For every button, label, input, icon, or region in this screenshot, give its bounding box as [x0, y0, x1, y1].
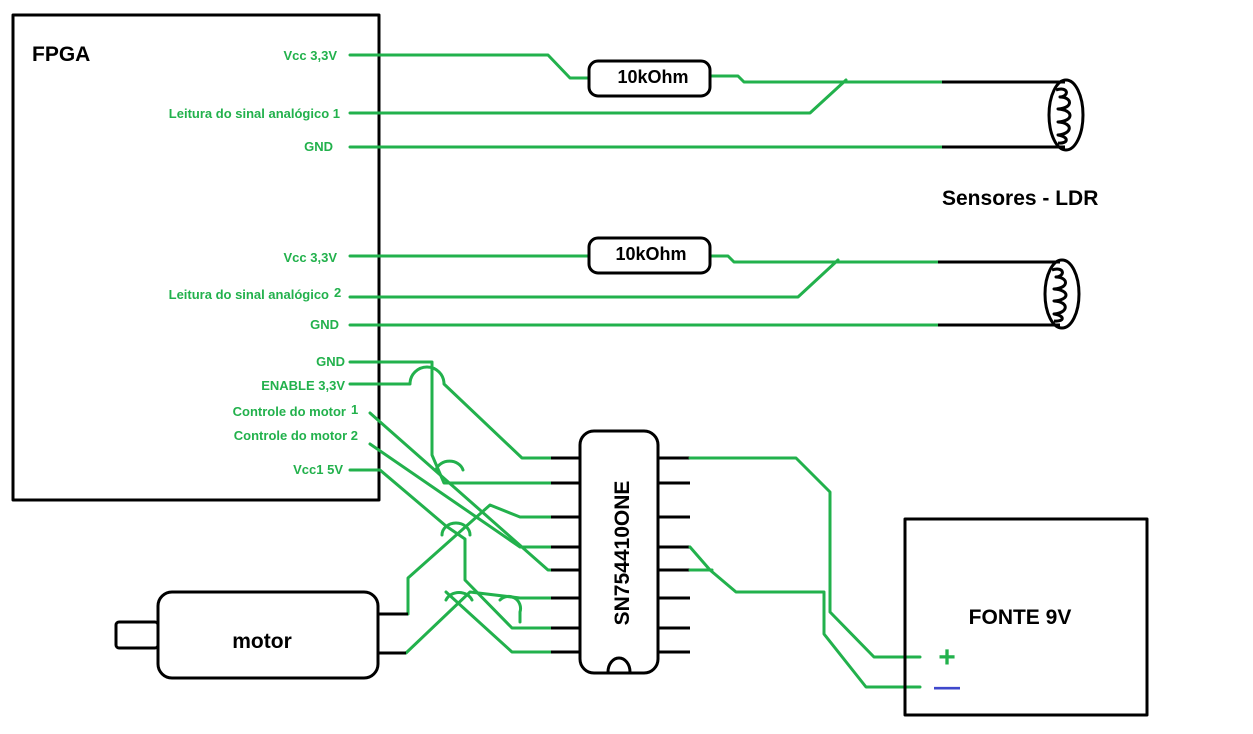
wire-jumper-2	[440, 521, 472, 537]
wire-jumper-3	[444, 591, 474, 602]
pin-label-vcc-2: Vcc 3,3V	[284, 250, 338, 265]
pin-label-gnd-3: GND	[316, 354, 345, 369]
wire-motor-out-2	[378, 590, 553, 655]
fpga-title: FPGA	[32, 43, 90, 66]
wire-enable	[348, 365, 553, 460]
power-supply-label: FONTE 9V	[969, 606, 1072, 629]
wire-vcc-5v	[348, 468, 553, 630]
motor-shaft	[114, 620, 160, 650]
wire-jumper-1	[434, 459, 465, 472]
wire-signal-2	[348, 258, 840, 299]
motor-body	[156, 590, 380, 680]
pin-label-signal-2-number: 2	[334, 285, 341, 300]
pin-label-signal-2: Leitura do sinal analógico	[169, 287, 329, 302]
pin-label-gnd-1: GND	[304, 139, 333, 154]
pin-label-motor-control-1-number: 1	[351, 402, 358, 417]
pin-label-motor-control-2: Controle do motor 2	[234, 428, 358, 443]
ldr-sensor-1-pattern	[1055, 87, 1072, 145]
sensors-label: Sensores - LDR	[942, 187, 1098, 210]
wire-motor-control-2	[368, 442, 553, 549]
wire-gnd-chip	[444, 590, 553, 654]
resistor-2-label: 10kOhm	[615, 244, 686, 264]
chip-label: SN754410ONE	[611, 481, 634, 626]
ldr-sensor-2	[1043, 258, 1081, 330]
pin-label-gnd-2: GND	[310, 317, 339, 332]
wire-supply-plus	[688, 456, 922, 659]
resistor-1-label: 10kOhm	[617, 67, 688, 87]
wire-vcc-1	[348, 53, 591, 80]
wire-resistor-1-out	[708, 74, 944, 84]
ldr-lead-1	[942, 80, 1065, 149]
wire-jumper-4	[498, 594, 523, 624]
pin-label-signal-1: Leitura do sinal analógico 1	[169, 106, 340, 121]
power-supply-plus: +	[938, 641, 956, 674]
motor-driver-chip	[578, 429, 660, 675]
pin-label-vcc-1: Vcc 3,3V	[284, 48, 338, 63]
pin-label-motor-control-1: Controle do motor	[233, 404, 346, 419]
wire-resistor-2-out	[708, 254, 940, 264]
chip-notch	[606, 656, 632, 673]
motor-label: motor	[232, 630, 292, 653]
resistor-2	[587, 236, 712, 275]
chip-left-pins	[551, 456, 580, 654]
resistor-1	[587, 59, 712, 98]
ldr-lead-2	[938, 260, 1060, 327]
wire-gnd-3	[348, 360, 553, 485]
power-supply-block	[903, 517, 1149, 717]
motor-terminals	[378, 612, 408, 655]
pin-label-vcc-5v: Vcc1 5V	[293, 462, 343, 477]
power-supply-minus: —	[934, 671, 960, 701]
pin-label-enable: ENABLE 3,3V	[261, 378, 345, 393]
ldr-sensor-1	[1047, 78, 1085, 152]
ldr-sensor-2-pattern	[1051, 267, 1068, 323]
wire-signal-1	[348, 78, 848, 115]
wire-supply-minus	[688, 545, 922, 689]
chip-right-pins	[658, 456, 690, 654]
wire-motor-control-1	[368, 411, 553, 572]
